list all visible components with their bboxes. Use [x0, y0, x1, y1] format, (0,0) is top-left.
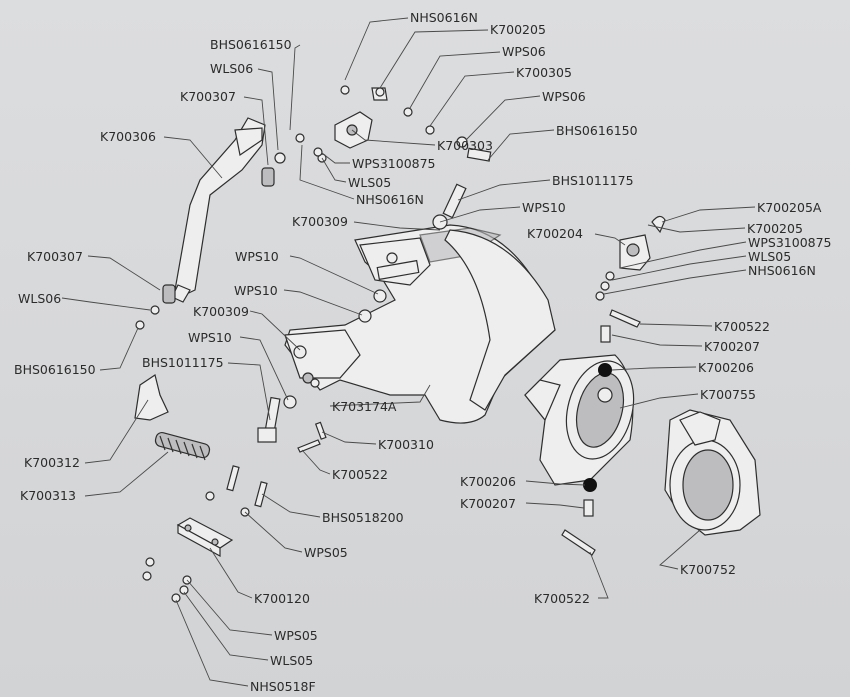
label-nhs0518f: NHS0518F — [250, 679, 316, 694]
label-wps05-a: WPS05 — [304, 545, 348, 560]
part-k700313 — [154, 431, 211, 461]
label-k700207-b: K700207 — [460, 496, 516, 511]
label-k700303: K700303 — [437, 138, 493, 153]
label-wps3100875-a: WPS3100875 — [352, 156, 436, 171]
part-k700752 — [664, 409, 761, 536]
leader-lines — [61, 17, 756, 687]
part-k700206-top — [598, 363, 612, 377]
bolt-bhs0616150-top — [466, 147, 492, 162]
label-k700206-a: K700206 — [698, 360, 754, 375]
label-k700752: K700752 — [680, 562, 736, 577]
label-k700207-a: K700207 — [704, 339, 760, 354]
bolt-bhs1011175-left — [257, 396, 281, 443]
label-bhs1011175-right: BHS1011175 — [552, 173, 634, 188]
part-k700309 — [302, 259, 420, 384]
part-k700207-bottom — [583, 499, 594, 517]
label-k700309-top: K700309 — [292, 214, 348, 229]
label-k700309-left: K700309 — [193, 304, 249, 319]
label-k700310: K700310 — [378, 437, 434, 452]
part-k700522-bottom — [561, 529, 596, 556]
label-k700205-top: K700205 — [490, 22, 546, 37]
part-k700120 — [176, 517, 234, 558]
label-k700120: K700120 — [254, 591, 310, 606]
part-k700522-right — [609, 309, 641, 328]
label-wps10-a: WPS10 — [235, 249, 279, 264]
part-k700312 — [134, 374, 169, 421]
label-bhs0518200: BHS0518200 — [322, 510, 404, 525]
part-k700206-bottom — [583, 478, 597, 492]
label-nhs0616n-top: NHS0616N — [410, 10, 478, 25]
part-k700522-mid — [297, 439, 321, 453]
label-bhs0616150-mid: BHS0616150 — [556, 123, 638, 138]
label-k700312: K700312 — [24, 455, 80, 470]
label-wps10-b: WPS10 — [234, 283, 278, 298]
label-k700306: K700306 — [100, 129, 156, 144]
label-k700205a: K700205A — [757, 200, 822, 215]
part-k700307-left — [162, 284, 176, 304]
label-nhs0616n-right: NHS0616N — [748, 263, 816, 278]
label-k700313: K700313 — [20, 488, 76, 503]
part-k700755 — [524, 354, 635, 486]
label-k700307-left: K700307 — [27, 249, 83, 264]
part-k700204 — [619, 215, 666, 271]
label-wps06-b: WPS06 — [542, 89, 586, 104]
label-k703174a: K703174A — [332, 399, 397, 414]
bolt-k700310 — [314, 421, 327, 440]
label-wls05-b: WLS05 — [748, 249, 791, 264]
label-k700755: K700755 — [700, 387, 756, 402]
label-wps3100875-b: WPS3100875 — [748, 235, 832, 250]
label-k700305: K700305 — [516, 65, 572, 80]
label-k700204: K700204 — [527, 226, 583, 241]
part-k700306 — [171, 117, 266, 303]
label-wps06-a: WPS06 — [502, 44, 546, 59]
label-wps05-b: WPS05 — [274, 628, 318, 643]
label-wps10-right: WPS10 — [522, 200, 566, 215]
label-k700522-a: K700522 — [714, 319, 770, 334]
bolt-bhs0518200 — [226, 465, 268, 508]
label-k700522-b: K700522 — [332, 467, 388, 482]
label-wls06-left: WLS06 — [18, 291, 61, 306]
bolt-bhs1011175-right — [442, 183, 467, 219]
label-k700522-c: K700522 — [534, 591, 590, 606]
label-k700206-b: K700206 — [460, 474, 516, 489]
label-wls05-c: WLS05 — [270, 653, 313, 668]
label-k700307-top: K700307 — [180, 89, 236, 104]
label-bhs1011175-left: BHS1011175 — [142, 355, 224, 370]
label-k700205-right: K700205 — [747, 221, 803, 236]
label-wls06-top: WLS06 — [210, 61, 253, 76]
label-bhs0616150-top: BHS0616150 — [210, 37, 292, 52]
label-wls05-a: WLS05 — [348, 175, 391, 190]
part-k703174a — [284, 224, 556, 424]
part-k700207-top — [600, 325, 611, 343]
label-wps10-c: WPS10 — [188, 330, 232, 345]
part-k700307-top — [261, 167, 275, 187]
label-nhs0616n-mid: NHS0616N — [356, 192, 424, 207]
label-bhs0616150-left: BHS0616150 — [14, 362, 96, 377]
part-k700303 — [334, 87, 388, 149]
